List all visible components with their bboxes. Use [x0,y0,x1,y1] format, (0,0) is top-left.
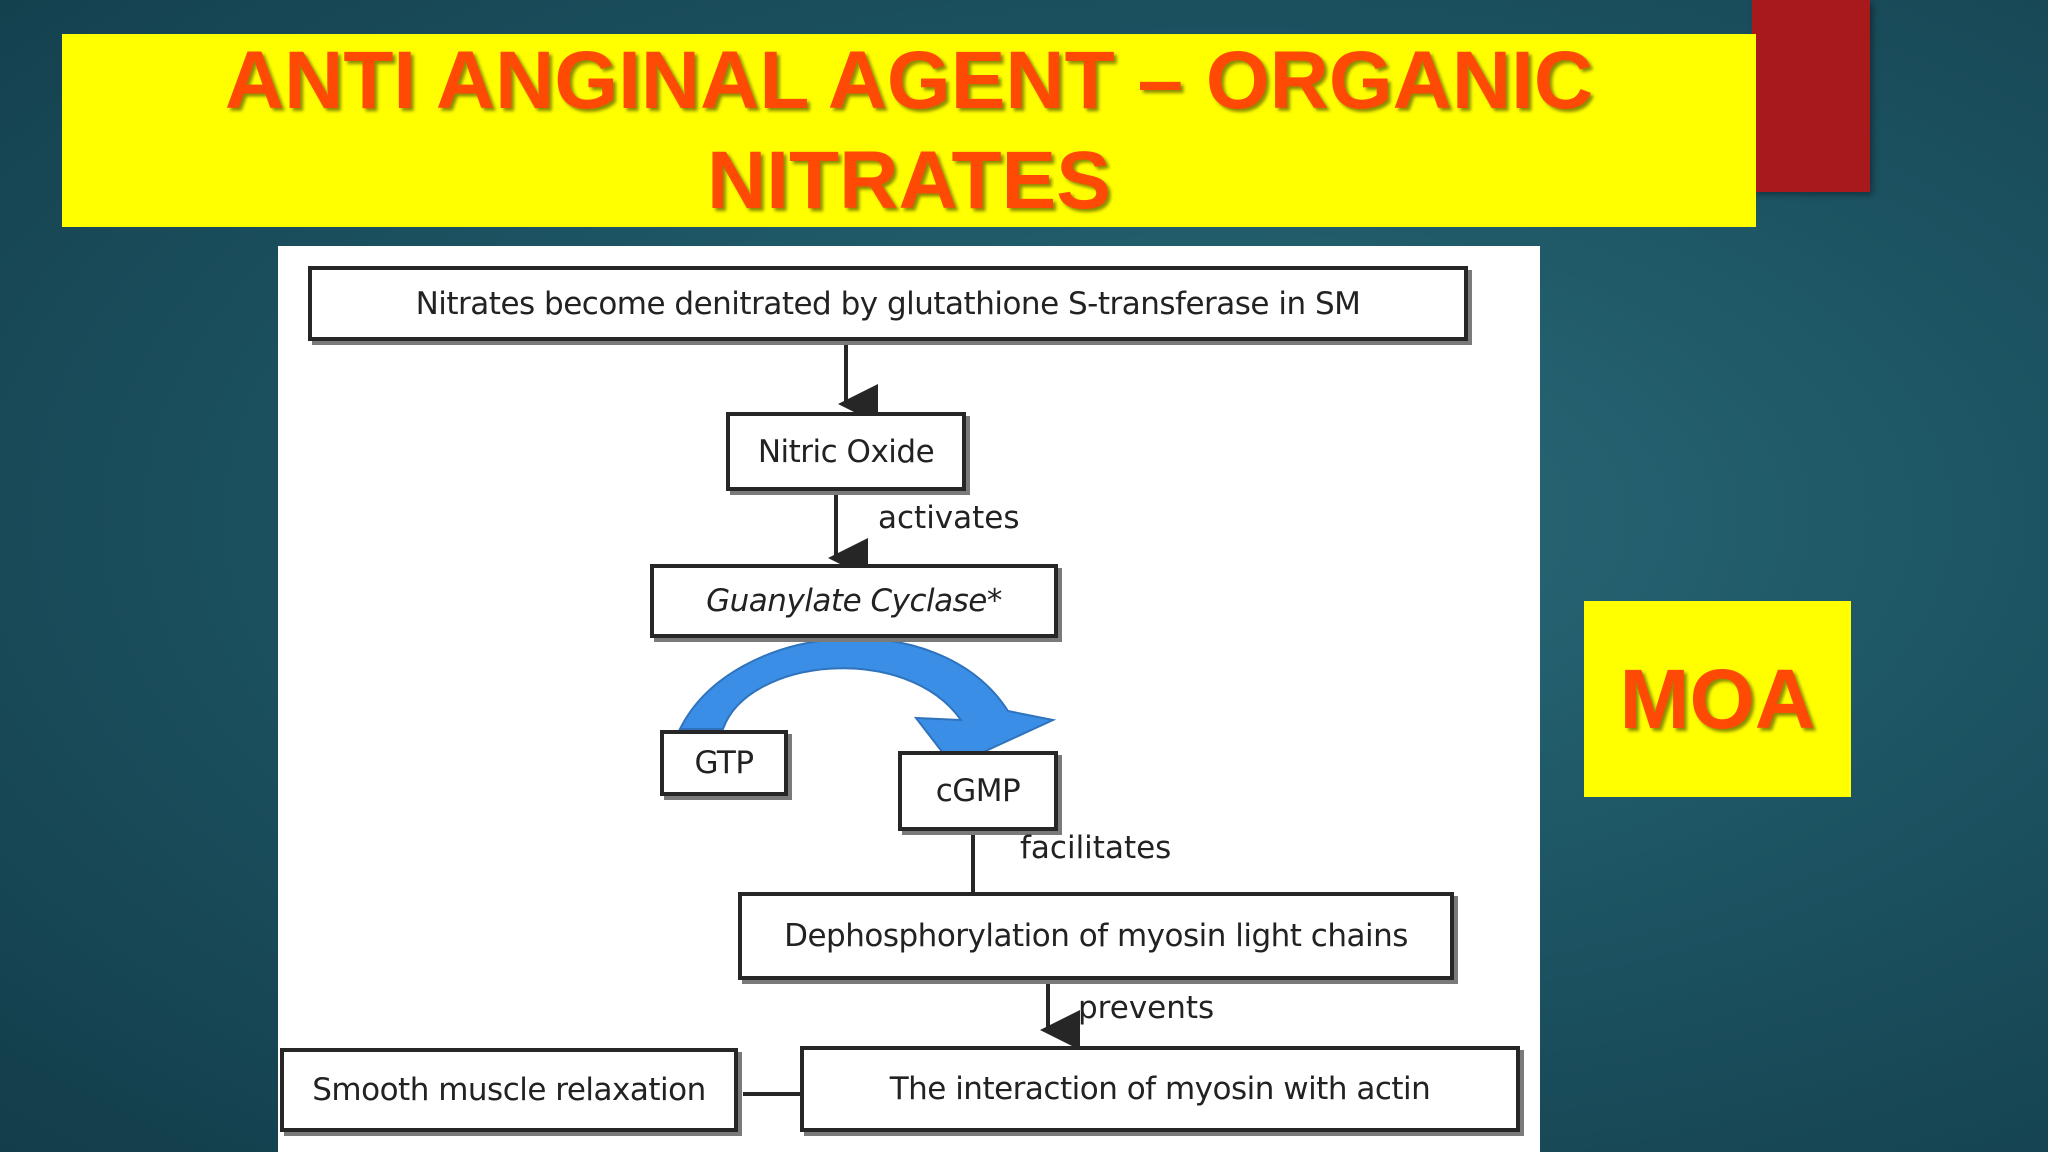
node-smooth-muscle-relaxation: Smooth muscle relaxation [280,1048,738,1132]
gtp-to-cgmp-arrow [678,637,1057,768]
label-activates: activates [878,500,1020,536]
title-banner: ANTI ANGINAL AGENT – ORGANIC NITRATES [62,34,1756,227]
node-dephosphorylation: Dephosphorylation of myosin light chains [738,892,1454,980]
node-smooth-muscle-relaxation-label: Smooth muscle relaxation [312,1072,706,1108]
node-cgmp: cGMP [898,751,1058,831]
node-myosin-actin-interaction-label: The interaction of myosin with actin [889,1071,1431,1107]
title-line-1: ANTI ANGINAL AGENT – ORGANIC [224,34,1594,126]
moa-label: MOA [1619,651,1816,746]
red-accent-bar [1752,0,1870,192]
node-myosin-actin-interaction: The interaction of myosin with actin [800,1046,1520,1132]
node-guanylate-cyclase-label: Guanylate Cyclase* [706,583,1002,619]
node-nitric-oxide-label: Nitric Oxide [757,433,935,470]
node-gtp-label: GTP [694,745,754,781]
diagram-panel: Nitrates become denitrated by glutathion… [278,246,1540,1152]
node-guanylate-cyclase: Guanylate Cyclase* [650,564,1058,638]
label-prevents: prevents [1078,990,1215,1026]
label-facilitates: facilitates [1020,830,1172,866]
node-dephosphorylation-label: Dephosphorylation of myosin light chains [784,918,1408,954]
node-denitration-label: Nitrates become denitrated by glutathion… [415,285,1361,322]
title-line-2: NITRATES [707,134,1111,226]
node-nitric-oxide: Nitric Oxide [726,412,966,491]
moa-label-box: MOA [1584,601,1851,797]
diagram-connectors [678,341,1080,1101]
node-denitration: Nitrates become denitrated by glutathion… [308,266,1468,341]
node-gtp: GTP [660,730,788,796]
node-cgmp-label: cGMP [935,773,1021,809]
